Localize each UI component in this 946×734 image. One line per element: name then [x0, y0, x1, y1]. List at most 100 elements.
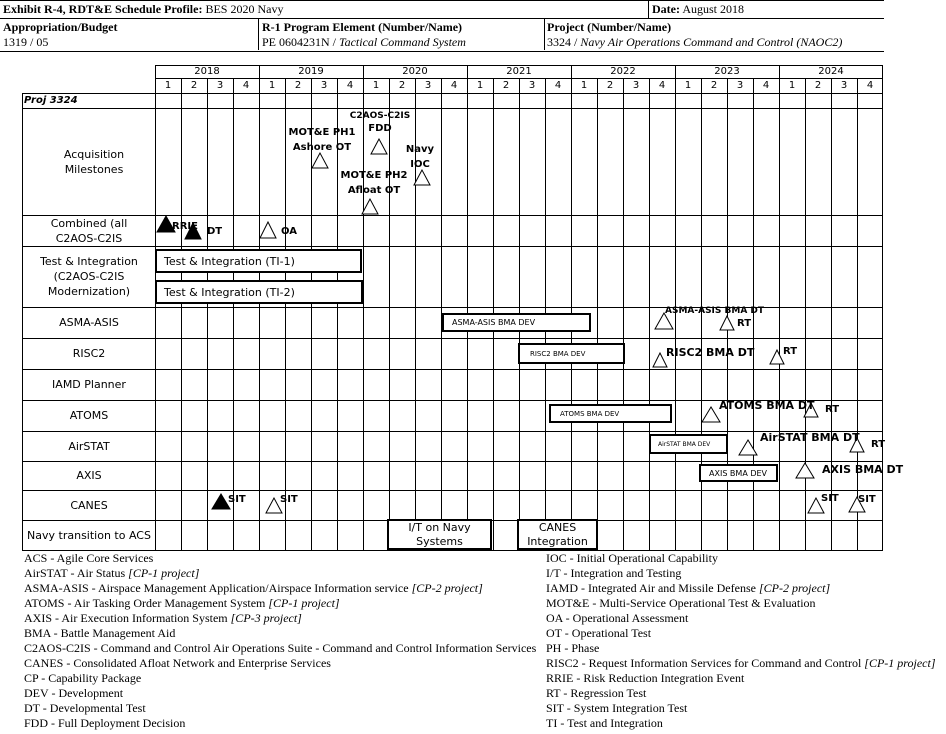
- bar-canes-line1: CANES: [538, 520, 577, 534]
- quarter-label: 3: [320, 80, 328, 91]
- bar-atoms-dev: ATOMS BMA DEV: [549, 404, 672, 423]
- quarter-label: 4: [346, 80, 354, 91]
- date-value: August 2018: [682, 2, 744, 16]
- milestone-triangle-ioc: [413, 168, 431, 186]
- milestone-triangle-risc2-rt: [769, 348, 785, 365]
- quarter-label: 1: [580, 80, 588, 91]
- milestone-label-risc2-rt: RT: [783, 346, 798, 357]
- row-label-axis: AXIS: [76, 469, 102, 482]
- glossary-entry: ACS - Agile Core Services: [24, 551, 536, 566]
- milestone-triangle-rrie: [156, 214, 176, 233]
- year-label: 2019: [298, 66, 324, 77]
- glossary-entry: MOT&E - Multi-Service Operational Test &…: [546, 596, 936, 611]
- quarter-label: 1: [684, 80, 692, 91]
- milestone-label-navy-ioc: Navy IOC: [402, 142, 438, 172]
- year-label: 2024: [818, 66, 844, 77]
- quarter-label: 3: [216, 80, 224, 91]
- glossary-term: CP - Capability Package: [24, 671, 142, 685]
- quarter-label: 3: [632, 80, 640, 91]
- quarter-label: 4: [762, 80, 770, 91]
- bar-ti-2: Test & Integration (TI-2): [155, 280, 363, 304]
- glossary-term: OT - Operational Test: [546, 626, 652, 640]
- milestone-triangle-canes-sit-2: [265, 496, 283, 514]
- glossary-term: ATOMS - Air Tasking Order Management Sys…: [24, 596, 269, 610]
- glossary-note: [CP-1 project]: [128, 566, 200, 580]
- glossary-entry: FDD - Full Deployment Decision: [24, 716, 536, 731]
- row-label-navy-transition: Navy transition to ACS: [27, 528, 151, 542]
- quarter-label: 2: [814, 80, 822, 91]
- quarter-label: 4: [554, 80, 562, 91]
- glossary-term: TI - Test and Integration: [546, 716, 663, 730]
- milestone-triangle-atoms-dt: [701, 406, 721, 423]
- glossary-term: BMA - Battle Management Aid: [24, 626, 176, 640]
- exhibit-label: Exhibit R-4, RDT&E Schedule Profile:: [3, 2, 203, 16]
- project-name: Navy Air Operations Command and Control …: [580, 35, 843, 49]
- quarter-label: 1: [164, 80, 172, 91]
- milestone-triangle-canes-sit-3: [807, 496, 825, 514]
- quarter-label: 4: [866, 80, 874, 91]
- glossary-term: RISC2 - Request Information Services for…: [546, 656, 865, 670]
- mote-ph1-line1: MOT&E PH1: [288, 127, 356, 138]
- milestone-triangle-asma-rt: [719, 314, 735, 331]
- glossary-entry: SIT - System Integration Test: [546, 701, 936, 716]
- header-vline: [648, 0, 649, 18]
- milestone-triangle-airstat-dt: [738, 439, 758, 456]
- bar-canes-integration: CANES Integration: [517, 519, 598, 550]
- glossary-entry: IAMD - Integrated Air and Missile Defens…: [546, 581, 936, 596]
- project-id-label: Proj 3324: [24, 95, 78, 106]
- glossary-term: MOT&E - Multi-Service Operational Test &…: [546, 596, 816, 610]
- r1-number: PE 0604231N: [262, 35, 330, 49]
- row-label-atoms: ATOMS: [69, 409, 109, 422]
- ioc-line2: IOC: [410, 159, 430, 170]
- bar-risc2-dev: RISC2 BMA DEV: [518, 343, 625, 364]
- glossary-entry: OT - Operational Test: [546, 626, 936, 641]
- exhibit-title: Exhibit R-4, RDT&E Schedule Profile: BES…: [3, 2, 283, 17]
- milestone-label-dt: DT: [207, 226, 223, 237]
- glossary-term: AXIS - Air Execution Information System: [24, 611, 231, 625]
- milestone-triangle-atoms-rt: [803, 401, 819, 418]
- project-label: Project (Number/Name): [547, 20, 672, 34]
- year-label: 2023: [714, 66, 740, 77]
- row-label-iamd-planner: IAMD Planner: [52, 378, 126, 391]
- year-label: 2022: [610, 66, 636, 77]
- glossary-note: [CP-3 project]: [230, 611, 302, 625]
- exhibit-value: BES 2020 Navy: [205, 2, 284, 16]
- milestone-label-airstat-dt: AirSTAT BMA DT: [760, 431, 860, 444]
- milestone-triangle-asma-dt: [654, 311, 674, 330]
- row-label-ti-text: Test & Integration (C2AOS-C2IS Moderniza…: [40, 255, 138, 298]
- row-label-airstat: AirSTAT: [68, 439, 110, 453]
- quarter-label: 1: [476, 80, 484, 91]
- quarter-label: 3: [424, 80, 432, 91]
- glossary-term: RT - Regression Test: [546, 686, 647, 700]
- quarter-label: 2: [502, 80, 510, 91]
- glossary-entry: ATOMS - Air Tasking Order Management Sys…: [24, 596, 536, 611]
- glossary-entry: AXIS - Air Execution Information System …: [24, 611, 536, 626]
- row-label-canes: CANES: [70, 498, 108, 512]
- header-vline: [258, 18, 259, 50]
- glossary-entry: RT - Regression Test: [546, 686, 936, 701]
- milestone-triangle-mote-ph2: [361, 197, 379, 215]
- milestone-label-canes-sit-3: SIT: [821, 493, 839, 504]
- glossary-entry: RRIE - Risk Reduction Integration Event: [546, 671, 936, 686]
- glossary-note: [CP-2 project]: [758, 581, 831, 595]
- quarter-label: 4: [450, 80, 458, 91]
- milestone-label-c2aos-fdd: C2AOS-C2IS FDD: [348, 110, 412, 136]
- quarter-label: 3: [736, 80, 744, 91]
- glossary-term: C2AOS-C2IS - Command and Control Air Ope…: [24, 641, 537, 655]
- glossary-term: ASMA-ASIS - Airspace Management Applicat…: [24, 581, 412, 595]
- bar-ti-1: Test & Integration (TI-1): [155, 249, 362, 273]
- milestone-label-asma-rt: RT: [737, 318, 752, 329]
- milestone-triangle-fdd: [370, 137, 388, 155]
- milestone-label-risc2-dt: RISC2 BMA DT: [666, 346, 755, 359]
- bar-airstat-dev: AirSTAT BMA DEV: [649, 434, 728, 454]
- quarter-label: 2: [710, 80, 718, 91]
- milestone-triangle-dt: [184, 221, 202, 240]
- ioc-line1: Navy: [405, 144, 435, 155]
- row-label-combined-text: Combined (all C2AOS-C2IS: [50, 216, 128, 245]
- milestone-label-asma-dt: ASMA-ASIS BMA DT: [665, 306, 765, 316]
- milestone-label-atoms-rt: RT: [825, 404, 840, 415]
- glossary-entry: IOC - Initial Operational Capability: [546, 551, 936, 566]
- milestone-triangle-oa: [259, 220, 277, 239]
